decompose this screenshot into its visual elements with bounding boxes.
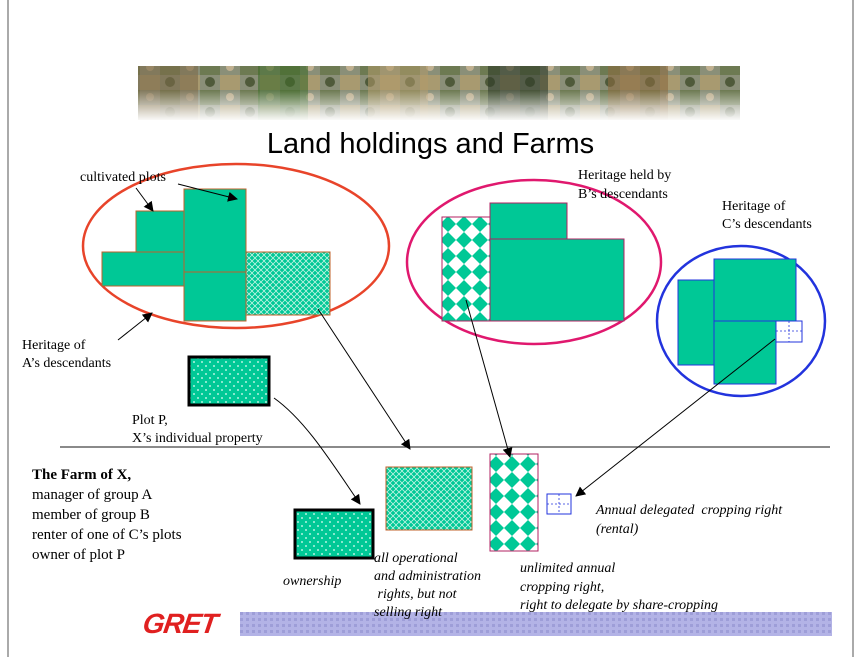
plot-b1-checkered — [441, 216, 491, 322]
arrow-cultivated-1 — [135, 187, 154, 212]
arrow-cultivated-2 — [177, 183, 238, 202]
plot-b2 — [489, 202, 568, 240]
arrow-a-to-farm — [317, 308, 411, 450]
label-heritage-c-1: Heritage of — [722, 199, 786, 214]
label-heritage-b-1: Heritage held by — [578, 168, 672, 183]
label-heritage-a-1: Heritage of — [22, 338, 86, 353]
plot-p — [187, 355, 271, 407]
farm-line-4: owner of plot P — [32, 547, 125, 563]
farm-line-1: manager of group A — [32, 487, 153, 503]
gret-logo: GRET — [140, 608, 220, 639]
heritage-b-ellipse — [405, 178, 663, 346]
label-annual-1: Annual delegated cropping right — [596, 503, 783, 518]
label-operational-4: selling right — [374, 605, 443, 620]
heritage-a-ellipse — [81, 162, 391, 330]
label-unlimited-1: unlimited annual — [520, 561, 616, 576]
farm-line-3: renter of one of C’s plots — [32, 527, 182, 543]
label-operational-1: all operational — [374, 551, 458, 566]
footer-band — [240, 612, 832, 636]
label-unlimited-2: cropping right, — [520, 580, 605, 595]
farm-line-2: member of group B — [32, 507, 150, 523]
plot-a1 — [135, 210, 185, 253]
plot-c1 — [677, 279, 715, 366]
farm-plot-ownership — [293, 508, 375, 560]
label-annual-2: (rental) — [596, 522, 639, 537]
label-cultivated-plots: cultivated plots — [80, 170, 166, 185]
plot-c3 — [713, 320, 777, 385]
heritage-c-ellipse — [655, 244, 827, 398]
label-heritage-b-2: B’s descendants — [578, 187, 668, 202]
label-ownership: ownership — [283, 574, 342, 589]
farm-plot-unlimited — [489, 453, 539, 552]
label-operational-2: and administration — [374, 569, 481, 584]
label-plot-p-1: Plot P, — [132, 413, 168, 428]
arrow-heritage-a — [117, 312, 153, 341]
label-operational-3: rights, but not — [374, 587, 457, 602]
farm-heading: The Farm of X, — [32, 467, 132, 483]
plot-a2 — [183, 188, 247, 273]
arrow-p-to-farm — [273, 397, 361, 505]
plot-c2 — [713, 258, 797, 322]
photo-banner-icon — [138, 66, 740, 120]
label-heritage-a-2: A’s descendants — [22, 356, 112, 371]
plot-a4 — [183, 271, 247, 322]
arrow-c-to-farm — [575, 338, 776, 497]
plot-a3 — [101, 251, 185, 287]
arrow-b-to-farm — [465, 299, 513, 458]
farm-plot-operational — [385, 466, 473, 531]
label-heritage-c-2: C’s descendants — [722, 217, 812, 232]
plot-a5-hatched — [245, 251, 331, 316]
label-plot-p-2: X’s individual property — [132, 431, 263, 446]
page-title: Land holdings and Farms — [266, 128, 595, 160]
plot-b3 — [489, 238, 625, 322]
label-unlimited-3: right to delegate by share-cropping — [520, 598, 719, 613]
